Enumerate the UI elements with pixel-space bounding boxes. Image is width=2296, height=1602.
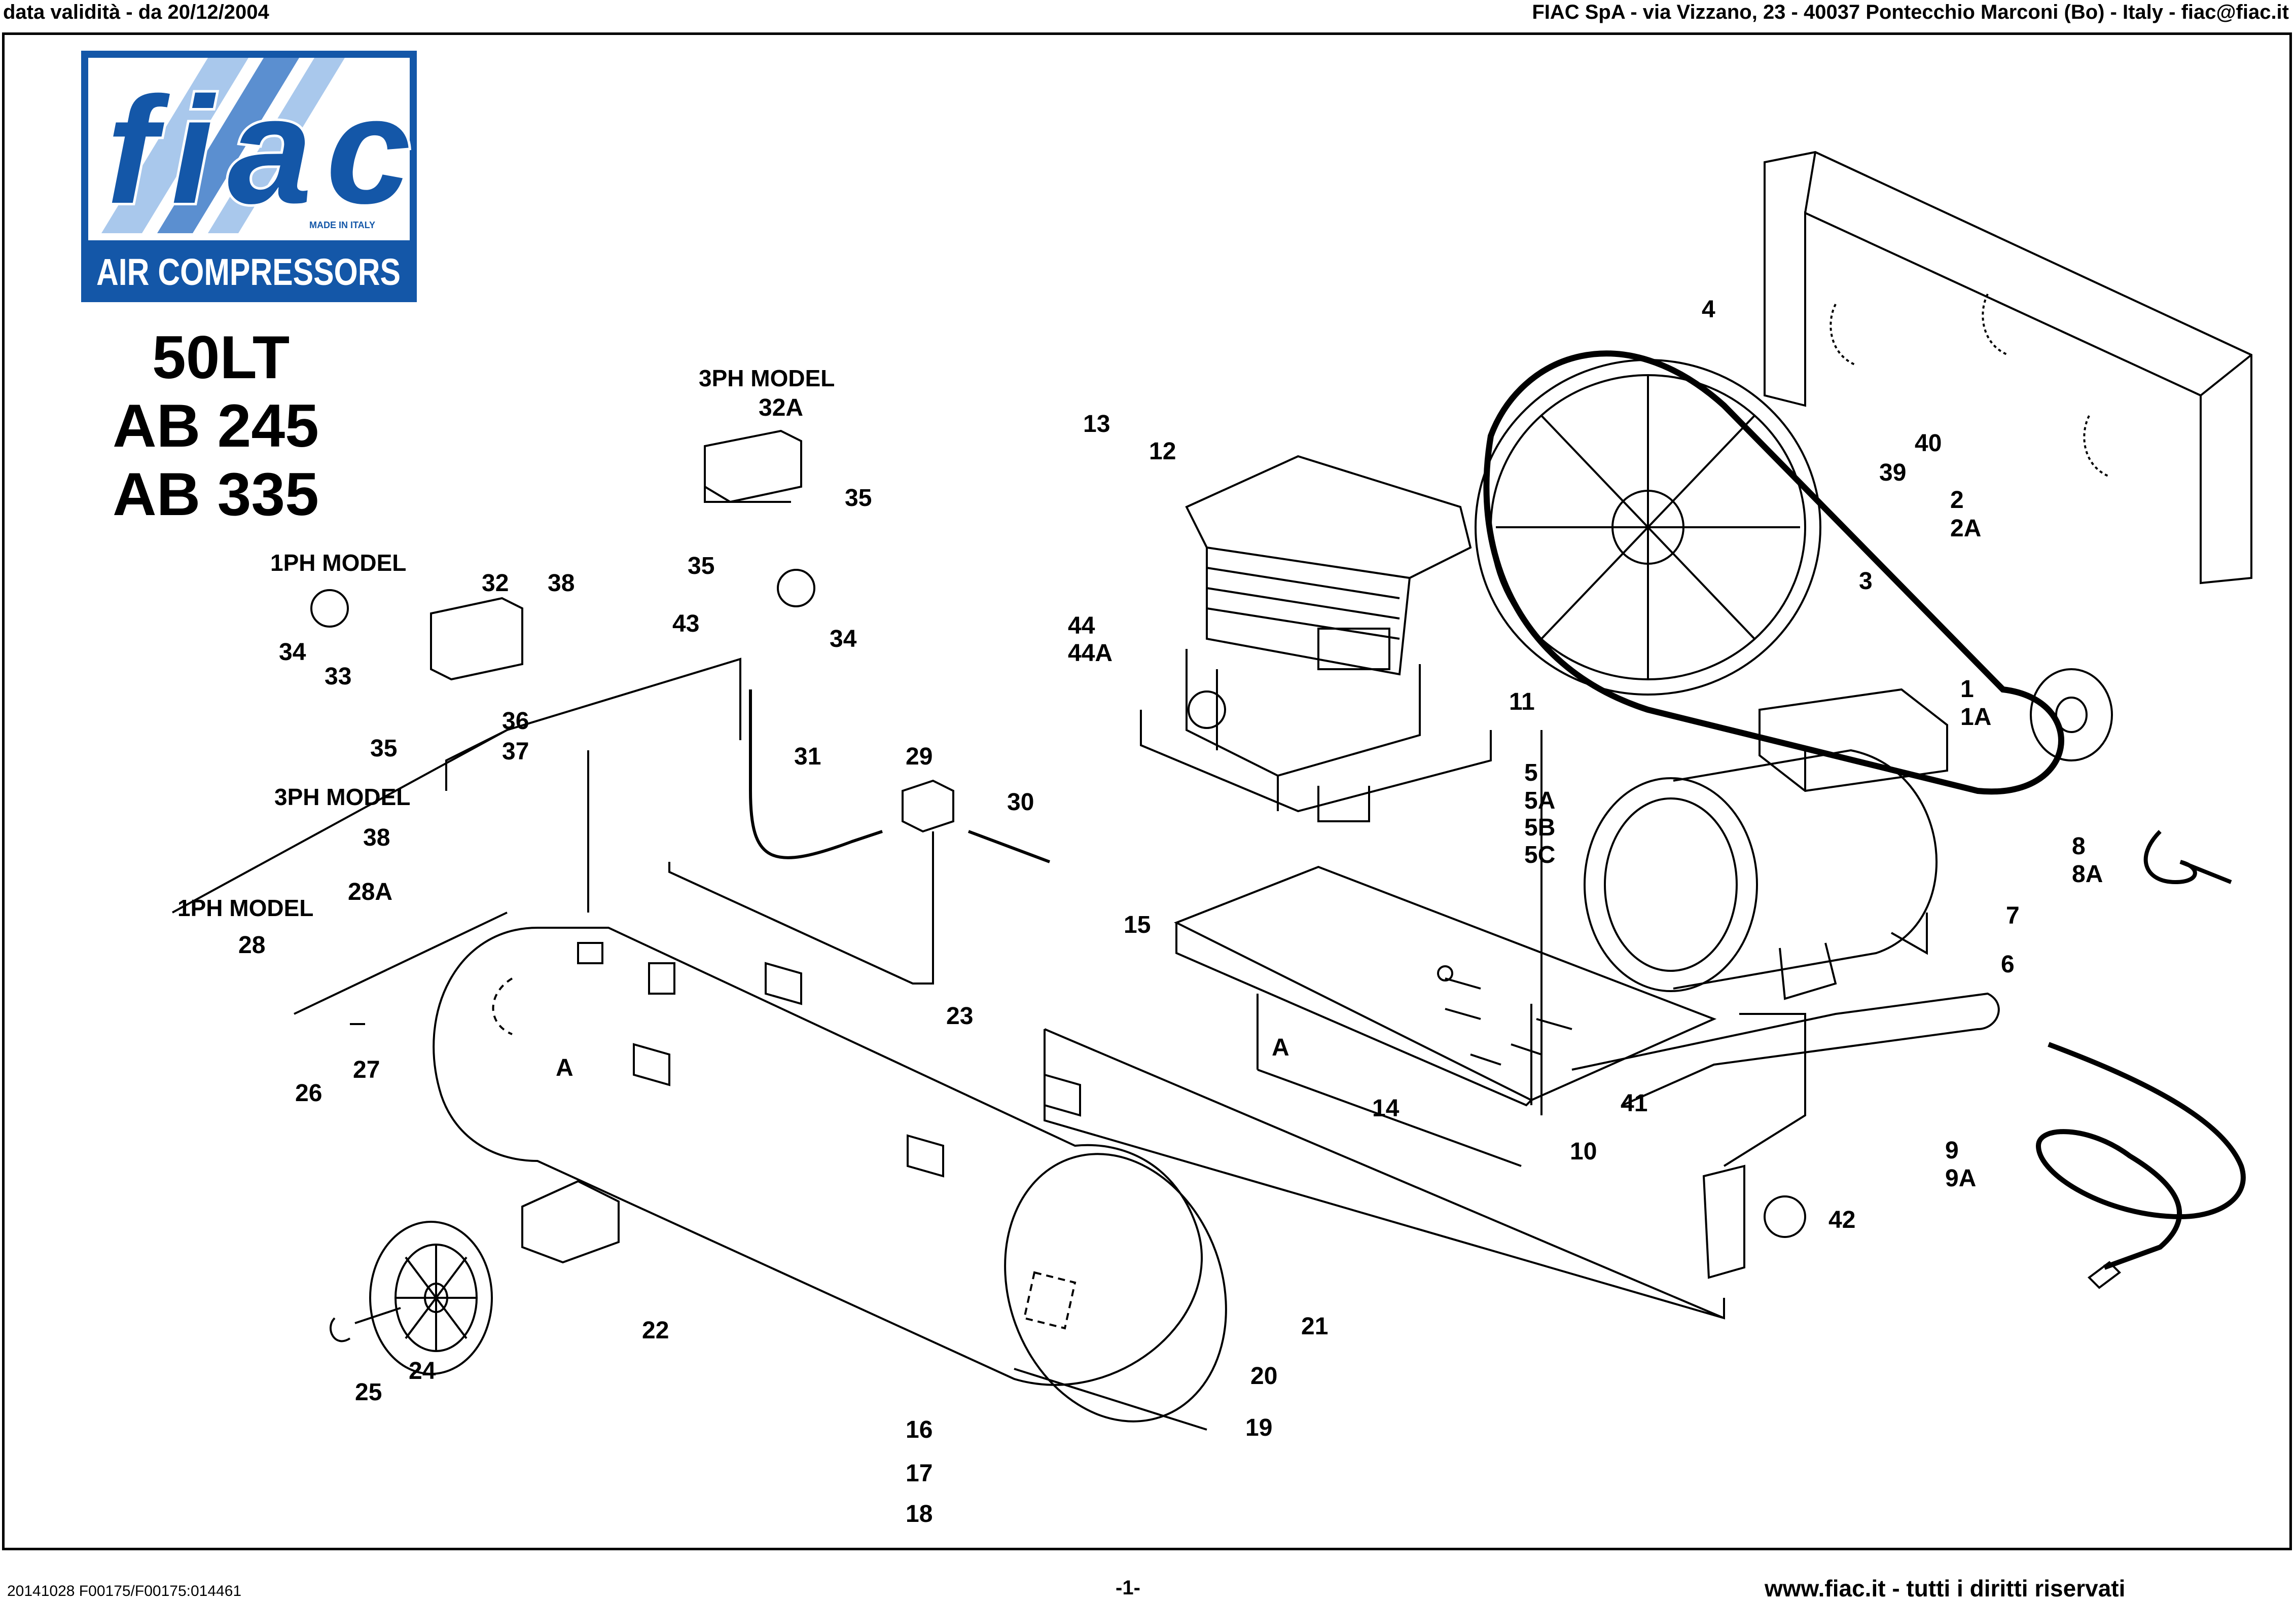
callout-28a: 28A [348, 879, 392, 905]
callout-8a: 8A [2072, 861, 2103, 888]
callout-30: 30 [1007, 789, 1034, 816]
callout-33: 33 [325, 663, 351, 690]
callout-9: 9 [1945, 1137, 1959, 1164]
callout-35-b: 35 [688, 553, 714, 579]
callout-23: 23 [946, 1003, 973, 1030]
callout-14: 14 [1372, 1095, 1400, 1122]
model-ab245: AB 245 [113, 392, 319, 460]
model-ab335: AB 335 [113, 460, 319, 528]
pressure-switch-1ph [430, 597, 523, 681]
base-plate [1174, 865, 1717, 1102]
footer-document-code: 20141028 F00175/F00175:014461 [7, 1583, 242, 1599]
callout-35-c: 35 [370, 735, 397, 762]
callout-39: 39 [1879, 459, 1906, 486]
callout-1a: 1A [1960, 704, 1991, 731]
callout-1: 1 [1960, 676, 1974, 703]
wheel [369, 1221, 493, 1375]
callout-22: 22 [642, 1317, 669, 1344]
callout-41: 41 [1621, 1090, 1647, 1117]
callout-38-a: 38 [548, 570, 575, 597]
callout-2: 2 [1950, 487, 1964, 514]
callout-27: 27 [353, 1057, 380, 1083]
callout-16: 16 [906, 1416, 932, 1443]
callout-21: 21 [1301, 1313, 1328, 1340]
callout-9a: 9A [1945, 1165, 1976, 1192]
footer-page-number: -1- [1116, 1577, 1140, 1599]
callout-5: 5 [1524, 759, 1538, 786]
callout-12: 12 [1149, 438, 1176, 465]
logo-made-in: MADE IN ITALY [309, 220, 375, 230]
header-validity-date: data validità - da 20/12/2004 [3, 1, 269, 23]
callout-26: 26 [295, 1080, 322, 1107]
belt-guard [1764, 151, 2252, 585]
label-3ph-top: 3PH MODEL [699, 365, 835, 391]
model-capacity: 50LT [152, 323, 290, 391]
motor [1584, 688, 1948, 1000]
callout-34-b: 34 [830, 626, 857, 652]
footer-website: www.fiac.it - tutti i diritti riservati [1765, 1575, 2126, 1601]
callout-40: 40 [1915, 430, 1942, 457]
callout-32: 32 [482, 570, 509, 597]
callout-37: 37 [502, 738, 529, 765]
callout-8: 8 [2072, 833, 2086, 860]
callout-a-right: A [1272, 1034, 1289, 1061]
callout-18: 18 [906, 1501, 932, 1527]
callout-28: 28 [238, 932, 265, 959]
callout-6: 6 [2001, 951, 2015, 978]
callout-24: 24 [409, 1358, 436, 1385]
callout-19: 19 [1245, 1414, 1272, 1441]
callout-38-b: 38 [363, 824, 390, 851]
callout-44a: 44A [1068, 640, 1113, 667]
callout-13: 13 [1083, 411, 1110, 438]
callout-5a: 5A [1524, 787, 1555, 814]
callout-20: 20 [1250, 1363, 1277, 1390]
fiac-logo: fiac MADE IN ITALY AIR COMPRESSORS [81, 51, 417, 302]
callout-36: 36 [502, 708, 529, 735]
callout-34-a: 34 [279, 639, 306, 666]
pump [1140, 455, 1492, 822]
label-3ph-mid: 3PH MODEL [274, 784, 410, 810]
callout-44: 44 [1068, 612, 1095, 639]
callout-42: 42 [1828, 1207, 1855, 1233]
label-1ph-top: 1PH MODEL [270, 550, 406, 576]
callout-29: 29 [906, 743, 932, 770]
callout-43: 43 [672, 610, 699, 637]
callout-4: 4 [1702, 296, 1715, 323]
header-company-address: FIAC SpA - via Vizzano, 23 - 40037 Ponte… [1532, 1, 2289, 23]
callout-17: 17 [906, 1460, 932, 1487]
callout-a-left: A [556, 1054, 573, 1081]
callout-25: 25 [355, 1379, 382, 1406]
callout-5c: 5C [1524, 842, 1555, 868]
label-1ph-low: 1PH MODEL [177, 895, 313, 921]
callout-11: 11 [1509, 688, 1535, 715]
callout-10: 10 [1570, 1138, 1597, 1165]
logo-tagline: AIR COMPRESSORS [96, 251, 401, 293]
callout-15: 15 [1124, 912, 1151, 938]
callout-3: 3 [1859, 568, 1873, 595]
drawing-frame [2, 32, 2292, 1550]
callout-31: 31 [794, 743, 821, 770]
pressure-switch-3ph [704, 429, 802, 503]
callout-5b: 5B [1524, 814, 1555, 841]
callout-35-a: 35 [845, 485, 872, 512]
callout-7: 7 [2006, 902, 2020, 929]
callout-32a: 32A [759, 394, 803, 421]
callout-2a: 2A [1950, 515, 1981, 542]
